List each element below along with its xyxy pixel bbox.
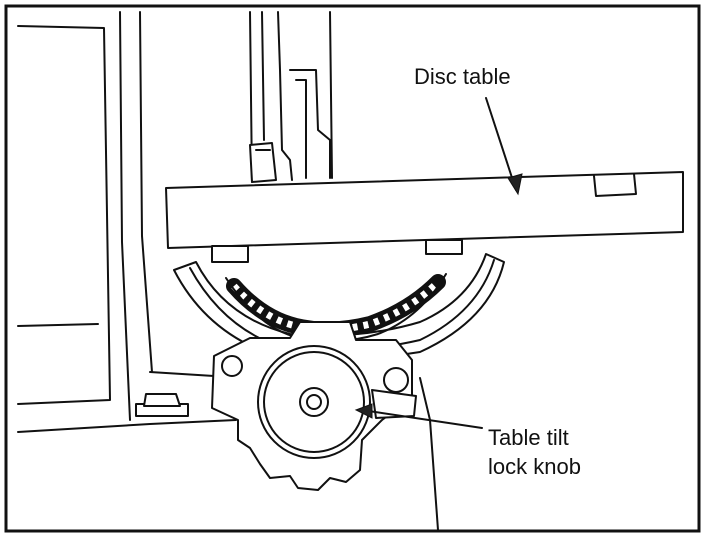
sander-column bbox=[249, 11, 333, 183]
sander-frame bbox=[17, 11, 237, 433]
mounting-bolt bbox=[135, 393, 189, 417]
label-tilt-knob-line2: lock knob bbox=[488, 454, 581, 479]
label-disc-table: Disc table bbox=[414, 64, 511, 89]
tilt-knob-arrow bbox=[354, 403, 483, 429]
disc-table-arrow bbox=[485, 97, 523, 196]
tilt-lock-knob bbox=[257, 345, 371, 459]
label-tilt-knob-line1: Table tilt bbox=[488, 425, 569, 450]
